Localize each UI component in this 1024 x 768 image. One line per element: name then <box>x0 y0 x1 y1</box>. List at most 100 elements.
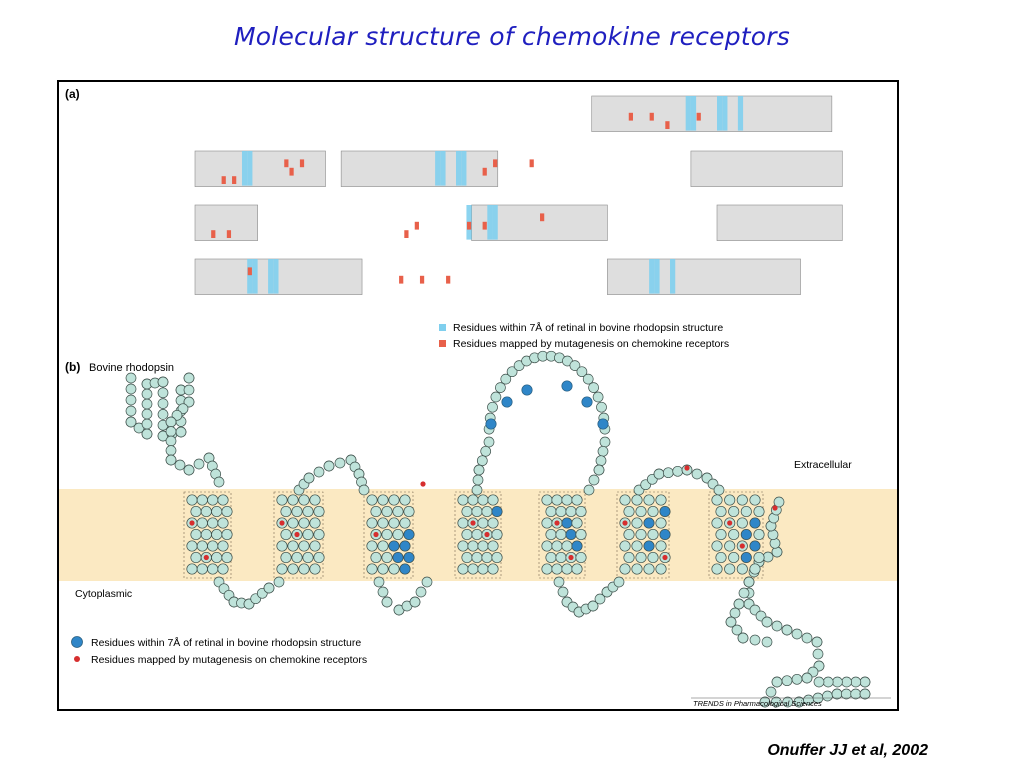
residue-bead <box>175 426 187 438</box>
residue-bead <box>196 563 208 575</box>
residue-bead <box>207 540 219 552</box>
residue-bead <box>165 416 177 428</box>
residue-bead <box>457 540 469 552</box>
extracellular-label: Extracellular <box>794 459 852 471</box>
retinal-contact-column <box>461 151 467 186</box>
retinal-contact-residue <box>749 540 761 552</box>
residue-bead <box>276 494 288 506</box>
residue-bead <box>165 426 177 437</box>
residue-bead <box>141 388 153 400</box>
residue-bead <box>125 394 137 406</box>
residue-bead <box>477 563 489 575</box>
residue-chain <box>125 350 871 708</box>
residue-bead <box>273 576 285 588</box>
mutagenesis-residue <box>772 505 778 511</box>
residue-bead <box>309 517 321 529</box>
residue-bead <box>791 673 803 685</box>
mutagenesis-cell <box>247 267 252 276</box>
residue-bead <box>183 464 195 476</box>
residue-bead <box>619 494 631 506</box>
helix-box <box>716 204 843 241</box>
residue-bead <box>471 551 483 564</box>
residue-bead <box>759 696 771 708</box>
residue-bead <box>472 474 484 486</box>
residue-bead <box>388 517 400 529</box>
legend-b-label-blue: Residues within 7Å of retinal in bovine … <box>91 636 361 649</box>
residue-bead <box>724 563 736 575</box>
residue-bead <box>157 409 169 420</box>
residue-bead <box>749 634 761 646</box>
mutagenesis-cell <box>665 121 670 129</box>
residue-bead <box>263 582 275 594</box>
residue-bead <box>302 551 314 564</box>
residue-bead <box>377 563 389 575</box>
residue-bead <box>647 505 659 518</box>
mutagenesis-residue <box>484 531 490 538</box>
residue-bead <box>551 494 563 506</box>
cytoplasmic-label: Cytoplasmic <box>75 588 132 600</box>
residue-bead <box>399 494 411 506</box>
residue-bead <box>555 551 567 564</box>
residue-bead <box>583 484 595 496</box>
residue-bead <box>631 494 643 506</box>
residue-bead <box>303 472 315 484</box>
residue-bead <box>298 517 310 529</box>
residue-bead <box>715 551 727 564</box>
residue-bead <box>141 428 153 440</box>
residue-bead <box>477 517 489 529</box>
residue-bead <box>596 401 607 413</box>
residue-bead <box>200 528 212 541</box>
retinal-contact-residue <box>659 528 671 541</box>
residue-bead <box>850 688 862 700</box>
residue-bead <box>415 586 427 598</box>
retinal-contact-residue <box>501 396 513 408</box>
retinal-contact-residue <box>749 517 761 529</box>
residue-bead <box>476 455 488 467</box>
retinal-contact-residue <box>659 505 671 518</box>
retinal-contact-column <box>440 151 446 186</box>
residue-bead <box>477 494 489 506</box>
residue-bead <box>473 464 485 476</box>
residue-bead <box>711 494 723 506</box>
residue-bead <box>186 563 198 575</box>
residue-bead <box>850 676 862 688</box>
residue-bead <box>582 373 594 385</box>
residue-bead <box>207 494 219 506</box>
residue-bead <box>483 436 495 448</box>
residue-bead <box>490 391 502 403</box>
residue-bead <box>280 528 292 541</box>
residue-bead <box>653 468 665 480</box>
residue-bead <box>366 540 378 552</box>
residue-bead <box>381 505 393 518</box>
residue-bead <box>571 494 583 506</box>
residue-bead <box>571 517 583 529</box>
residue-bead <box>157 398 169 409</box>
retinal-contact-residue <box>491 505 503 518</box>
residue-bead <box>377 586 389 598</box>
residue-bead <box>487 401 498 413</box>
residue-bead <box>551 540 563 552</box>
residue-bead <box>569 360 581 371</box>
retinal-contact-residue <box>597 418 609 430</box>
legend-a-label-red: Residues mapped by mutagenesis on chemok… <box>453 338 729 350</box>
residue-bead <box>183 372 195 384</box>
mutagenesis-cell <box>299 159 305 168</box>
mutagenesis-cell <box>493 159 498 168</box>
residue-bead <box>541 540 553 552</box>
retinal-contact-residue <box>388 540 400 552</box>
residue-bead <box>561 540 573 552</box>
residue-bead <box>196 517 208 529</box>
retinal-contact-column <box>690 96 697 131</box>
retinal-contact-residue <box>403 528 415 541</box>
retinal-contact-column <box>252 259 258 294</box>
residue-bead <box>576 366 588 378</box>
residue-bead <box>334 457 346 469</box>
residue-bead <box>298 494 310 506</box>
residue-bead <box>480 445 492 457</box>
residue-bead <box>373 576 385 588</box>
residue-bead <box>217 563 229 575</box>
residue-bead <box>728 551 740 564</box>
retinal-contact-column <box>456 151 462 186</box>
residue-bead <box>381 551 393 564</box>
residue-bead <box>724 540 736 552</box>
